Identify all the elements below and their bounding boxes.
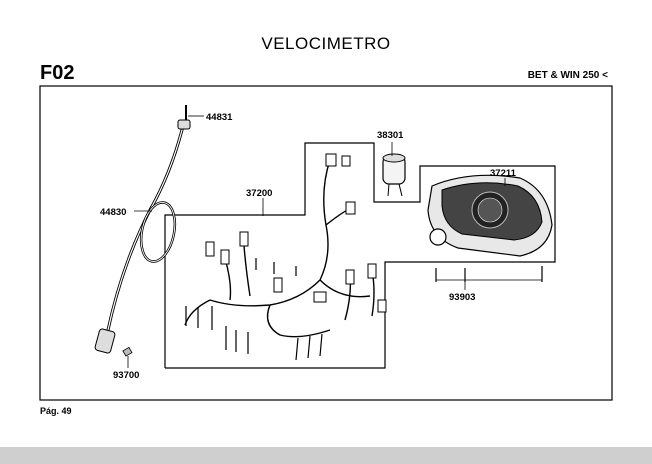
part-number-93700: 93700 — [113, 370, 139, 381]
part-number-37200: 37200 — [246, 188, 272, 199]
diagram-frame — [39, 85, 613, 401]
section-code: F02 — [40, 62, 75, 84]
speedometer-cable-drawing — [94, 105, 191, 357]
bottom-band — [0, 447, 652, 464]
page-title: VELOCIMETRO — [261, 34, 391, 53]
fuel-indicator-drawing — [382, 153, 406, 197]
harness-group-outline — [164, 142, 556, 369]
part-number-37211: 37211 — [490, 168, 517, 179]
instrument-cluster-drawing — [427, 174, 553, 257]
part-number-93903: 93903 — [449, 292, 475, 303]
part-number-38301: 38301 — [377, 130, 404, 141]
leader-lines — [127, 115, 506, 368]
wiring-harness-drawing — [184, 153, 387, 361]
mounting-bolts-drawing — [435, 266, 543, 282]
model-name: BET & WIN 250 < — [527, 70, 608, 81]
part-number-44831: 44831 — [206, 112, 233, 123]
part-number-44830: 44830 — [100, 207, 126, 218]
page-number: Pág. 49 — [40, 406, 72, 416]
